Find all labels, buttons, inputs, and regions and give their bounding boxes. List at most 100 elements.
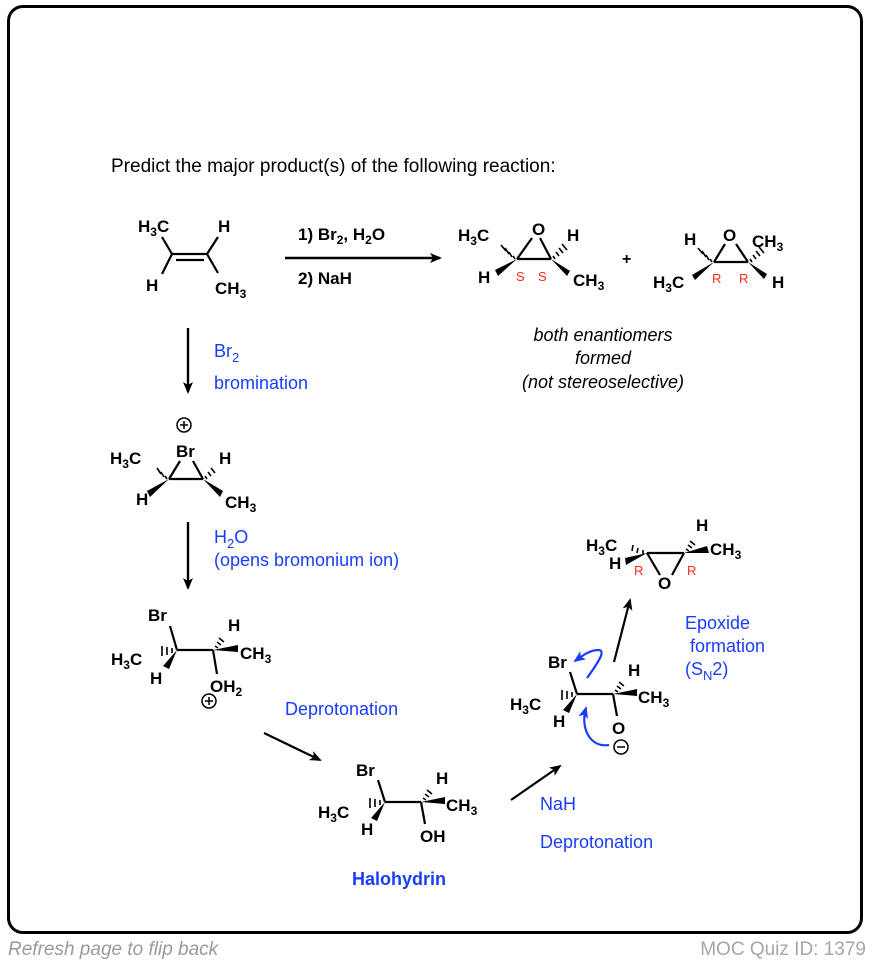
atom-label: O — [532, 220, 545, 239]
hash-bond — [631, 544, 644, 554]
atom-label: H — [684, 230, 696, 249]
atom-label: H3C — [138, 217, 169, 239]
bond — [516, 237, 533, 260]
atom-label: H — [553, 712, 565, 731]
atom-label: H3C — [510, 695, 541, 717]
step-label: bromination — [214, 373, 308, 393]
atom-label: H — [696, 516, 708, 535]
reagent-step2: 2) NaH — [298, 269, 352, 288]
bond — [568, 671, 579, 695]
atom-label: CH3 — [215, 279, 247, 301]
plus-sign: + — [622, 251, 631, 268]
deprotonation-arrow — [263, 732, 322, 761]
atom-label: CH3 — [573, 271, 605, 293]
atom-label: O — [658, 574, 671, 593]
atom-label: Br — [176, 442, 195, 461]
nah-arrow — [510, 764, 562, 801]
wedge-bond — [748, 262, 767, 279]
atom-label: CH3 — [638, 688, 670, 710]
atom-label: H — [361, 820, 373, 839]
atom-label: CH3 — [710, 540, 742, 562]
quiz-card[interactable] — [7, 5, 863, 934]
atom-label: OH — [420, 827, 446, 846]
hash-bond — [685, 540, 696, 552]
config-label: S — [538, 269, 547, 284]
config-label: R — [712, 271, 721, 286]
bond — [376, 779, 387, 803]
wedge-bond — [551, 259, 570, 276]
water-step: H2O (opens bromonium ion) — [183, 522, 399, 590]
svg-text:(SN2): (SN2) — [685, 659, 728, 683]
atom-label: H — [150, 669, 162, 688]
quiz-id: MOC Quiz ID: 1379 — [700, 939, 866, 960]
protonated-halohydrin: Br H H3C CH3 H OH2 — [111, 606, 272, 709]
deprotonation-label: Deprotonation — [285, 699, 398, 719]
deprotonation-label: Deprotonation — [540, 832, 653, 852]
reagent-h2o: H2O — [214, 527, 248, 551]
atom-label: CH3 — [446, 796, 478, 818]
atom-label: H — [478, 268, 490, 287]
hash-bond — [500, 244, 516, 260]
atom-label: H3C — [318, 803, 349, 825]
config-label: R — [739, 271, 748, 286]
hash-bond — [214, 637, 225, 649]
hash-bond — [749, 246, 765, 263]
wedge-bond — [684, 546, 709, 553]
atom-label: H — [628, 661, 640, 680]
atom-label: H3C — [110, 449, 141, 471]
halohydrin-label: Halohydrin — [352, 869, 446, 889]
atom-label: CH3 — [225, 493, 257, 515]
atom-label: H3C — [586, 536, 617, 558]
atom-label: H — [436, 769, 448, 788]
atom-label: H — [146, 276, 158, 295]
wedge-bond — [563, 694, 577, 713]
hash-bond — [204, 467, 216, 480]
bond — [646, 552, 661, 576]
atom-label: CH3 — [240, 644, 272, 666]
bond — [611, 693, 619, 717]
bromination-step: Br2 bromination — [183, 328, 308, 394]
svg-text:formed: formed — [575, 348, 632, 368]
bond — [211, 649, 219, 675]
stereo-note: both enantiomers formed (not stereoselec… — [522, 325, 684, 392]
atom-label: O — [612, 719, 625, 738]
bond — [713, 243, 726, 263]
nah-label: NaH — [540, 794, 576, 814]
bond — [419, 801, 427, 825]
wedge-bond — [147, 479, 169, 497]
epoxide-arrow — [612, 598, 633, 663]
svg-text:(not stereoselective): (not stereoselective) — [522, 372, 684, 392]
wedge-bond — [495, 259, 517, 276]
wedge-bond — [371, 802, 385, 821]
bond — [206, 253, 219, 274]
hash-bond — [561, 690, 573, 700]
atom-label: H3C — [458, 226, 489, 248]
atom-label: CH3 — [752, 232, 784, 254]
reaction-arrow: 1) Br2, H2O 2) NaH — [285, 225, 442, 288]
atom-label: Br — [356, 761, 375, 780]
hash-bond — [422, 789, 433, 801]
hash-bond — [156, 467, 168, 480]
bond — [192, 460, 204, 480]
bond — [161, 236, 173, 255]
epoxide-ss: O H3C H H CH3 S S — [458, 220, 605, 293]
svg-text:Epoxide: Epoxide — [685, 613, 750, 633]
epoxide-label: Epoxide formation (SN2) — [685, 613, 765, 683]
config-label: R — [634, 563, 643, 578]
bond — [161, 253, 173, 275]
config-label: R — [687, 563, 696, 578]
step-label: (opens bromonium ion) — [214, 550, 399, 570]
atom-label: Br — [548, 653, 567, 672]
bond — [168, 625, 179, 651]
bond — [168, 460, 181, 480]
bond — [735, 243, 749, 263]
config-label: S — [516, 269, 525, 284]
positive-charge-icon — [176, 417, 192, 433]
wedge-bond — [421, 797, 445, 804]
curved-arrow — [573, 648, 603, 679]
alkene-molecule: H3C H H CH3 — [138, 217, 247, 301]
epoxide-rr: O H CH3 H3C H R R — [653, 226, 784, 295]
reagent-step1: 1) Br2, H2O — [298, 225, 385, 247]
wedge-bond — [625, 553, 647, 565]
